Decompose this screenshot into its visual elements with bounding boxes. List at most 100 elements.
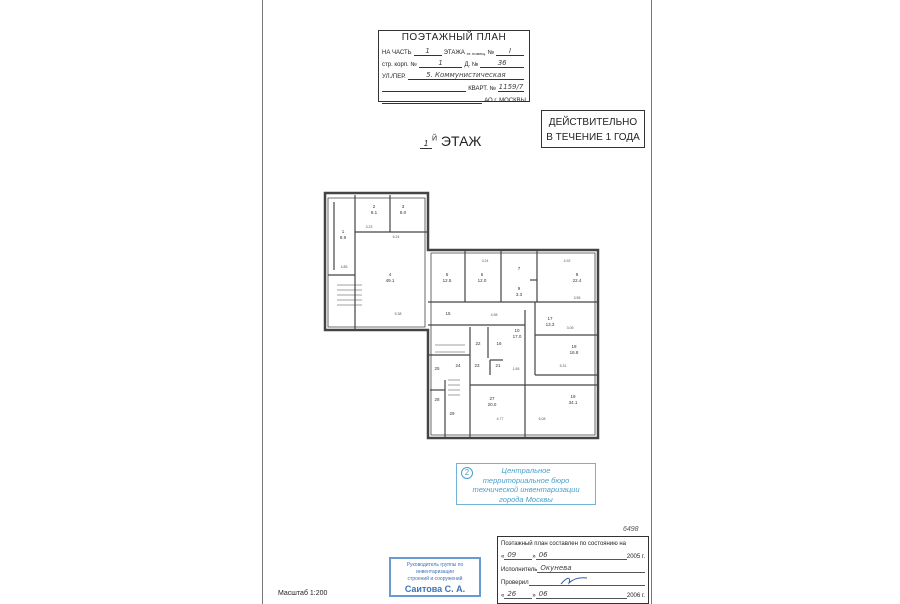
district-label: АО г. МОСКВЫ [484, 98, 526, 104]
dim: 4.85 [341, 265, 348, 269]
dim: 4.92 [564, 259, 571, 263]
date2-day: 26 [504, 590, 533, 599]
page-right-edge [651, 0, 652, 604]
dim: 5.31 [560, 364, 567, 368]
floor-title: 1Й ЭТАЖ [420, 133, 481, 149]
part-value: 1 [413, 47, 442, 56]
validity-line2: В ТЕЧЕНИЕ 1 ГОДА [546, 132, 640, 143]
room-3-area: 8.0 [400, 210, 407, 215]
room-5-area: 12.5 [443, 278, 452, 283]
room-19-area: 34.1 [569, 400, 578, 405]
dim: 3.55 [574, 296, 581, 300]
room-1-no: 1 [342, 229, 345, 234]
head-stamp-line1: Руководитель группы по инвентаризации [406, 562, 464, 575]
dim: 6.08 [539, 417, 546, 421]
floor-label: ЭТАЖА [443, 50, 465, 56]
validity-line1: ДЕЙСТВИТЕЛЬНО [548, 117, 638, 128]
bti-stamp-line4: города Москвы [499, 494, 553, 504]
room-27-area: 20.0 [488, 402, 497, 407]
room-8-no: 8 [576, 272, 579, 277]
floor-suffix: Й [432, 135, 438, 143]
room-3-no: 3 [402, 204, 405, 209]
head-stamp: Руководитель группы по инвентаризации ст… [389, 557, 481, 597]
bti-stamp-line3: технической инвентаризации [472, 485, 580, 494]
date2-month: 06 [535, 590, 627, 599]
building-value: 1 [418, 59, 463, 68]
no-value: I [496, 47, 524, 56]
building-label: стр. корп. № [382, 62, 417, 68]
validity-stamp: ДЕЙСТВИТЕЛЬНО В ТЕЧЕНИЕ 1 ГОДА [541, 110, 645, 148]
room-27-no: 27 [489, 396, 495, 401]
part-label: НА ЧАСТЬ [382, 50, 412, 56]
room-21: 21 [495, 363, 501, 368]
room-28: 28 [434, 397, 440, 402]
checked-label: Проверил [501, 580, 529, 586]
floor-plan: 1 8.9 2 8.1 3 8.0 4 49.1 5 12.5 6 12.0 7… [323, 191, 600, 440]
room-18-area: 16.8 [570, 350, 579, 355]
room-16: 16 [496, 341, 502, 346]
bti-stamp-number: 2 [461, 467, 473, 479]
head-stamp-line2: строений и сооружений [407, 576, 463, 582]
dim: 6.24 [393, 235, 400, 239]
floor-number: 1 [420, 139, 432, 149]
room-9-no: 9 [518, 286, 521, 291]
house-label: Д. № [464, 62, 479, 68]
room-8-area: 22.4 [573, 278, 582, 283]
room-1-area: 8.9 [340, 235, 347, 240]
dim: 5.38 [395, 312, 402, 316]
room-17-no: 17 [547, 316, 553, 321]
certification-block: Поэтажный план составлен по состоянию на… [497, 536, 649, 604]
room-2-area: 8.1 [371, 210, 378, 215]
executor-label: Исполнитель [501, 567, 538, 573]
room-2-no: 2 [373, 204, 376, 209]
no-label: № [487, 50, 495, 56]
dim: 3.24 [482, 259, 489, 263]
room-5-no: 5 [446, 272, 449, 277]
room-10-area: 17.0 [513, 334, 522, 339]
date1-day: 09 [504, 551, 533, 560]
room-23: 23 [474, 363, 480, 368]
dim: 4.77 [497, 417, 504, 421]
bti-stamp-line1: Центральное [501, 466, 551, 475]
floor-sub: эт. помещ. [466, 51, 486, 56]
room-6-no: 6 [481, 272, 484, 277]
room-9-area: 3.3 [516, 292, 523, 297]
bti-stamp: 2 Центральное территориальное бюро техни… [456, 463, 596, 505]
room-24: 24 [455, 363, 461, 368]
dim: 4.98 [491, 313, 498, 317]
head-stamp-name: Саитова С. А. [404, 584, 466, 594]
date2-year: 2006 г. [626, 593, 645, 599]
room-29: 29 [449, 411, 455, 416]
dim: 1.65 [513, 367, 520, 371]
room-6-area: 12.0 [478, 278, 487, 283]
date1-year: 2005 г. [626, 554, 645, 560]
dim: 3.23 [366, 225, 373, 229]
room-4-area: 49.1 [386, 278, 395, 283]
page-left-edge [262, 0, 263, 604]
scale-label: Масштаб 1:200 [278, 590, 328, 597]
outer-walls [323, 191, 600, 440]
room-15: 15 [445, 311, 451, 316]
date1-month: 06 [535, 551, 627, 560]
quarter-value: 1159/7 [498, 83, 524, 92]
room-7-no: 7 [518, 266, 521, 271]
room-17-area: 13.3 [546, 322, 555, 327]
room-25: 25 [434, 366, 440, 371]
room-4-no: 4 [389, 272, 392, 277]
state-label: Поэтажный план составлен по состоянию на [501, 541, 627, 547]
plan-title: ПОЭТАЖНЫЙ ПЛАН [401, 32, 507, 43]
dim: 3.05 [567, 326, 574, 330]
street-value: 5. Коммунистическая [407, 71, 524, 80]
room-19-no: 19 [570, 394, 576, 399]
floor-label-text: ЭТАЖ [440, 133, 482, 149]
document-number: 6498 [623, 526, 639, 533]
executor-value: Окунева [537, 564, 645, 573]
room-18-no: 18 [571, 344, 577, 349]
quarter-label: КВАРТ. № [468, 86, 496, 92]
house-value: 36 [480, 59, 524, 68]
bti-stamp-line2: территориальное бюро [482, 475, 570, 485]
signature [528, 577, 645, 586]
street-label: УЛ./ПЕР. [382, 74, 406, 80]
room-22: 22 [475, 341, 481, 346]
